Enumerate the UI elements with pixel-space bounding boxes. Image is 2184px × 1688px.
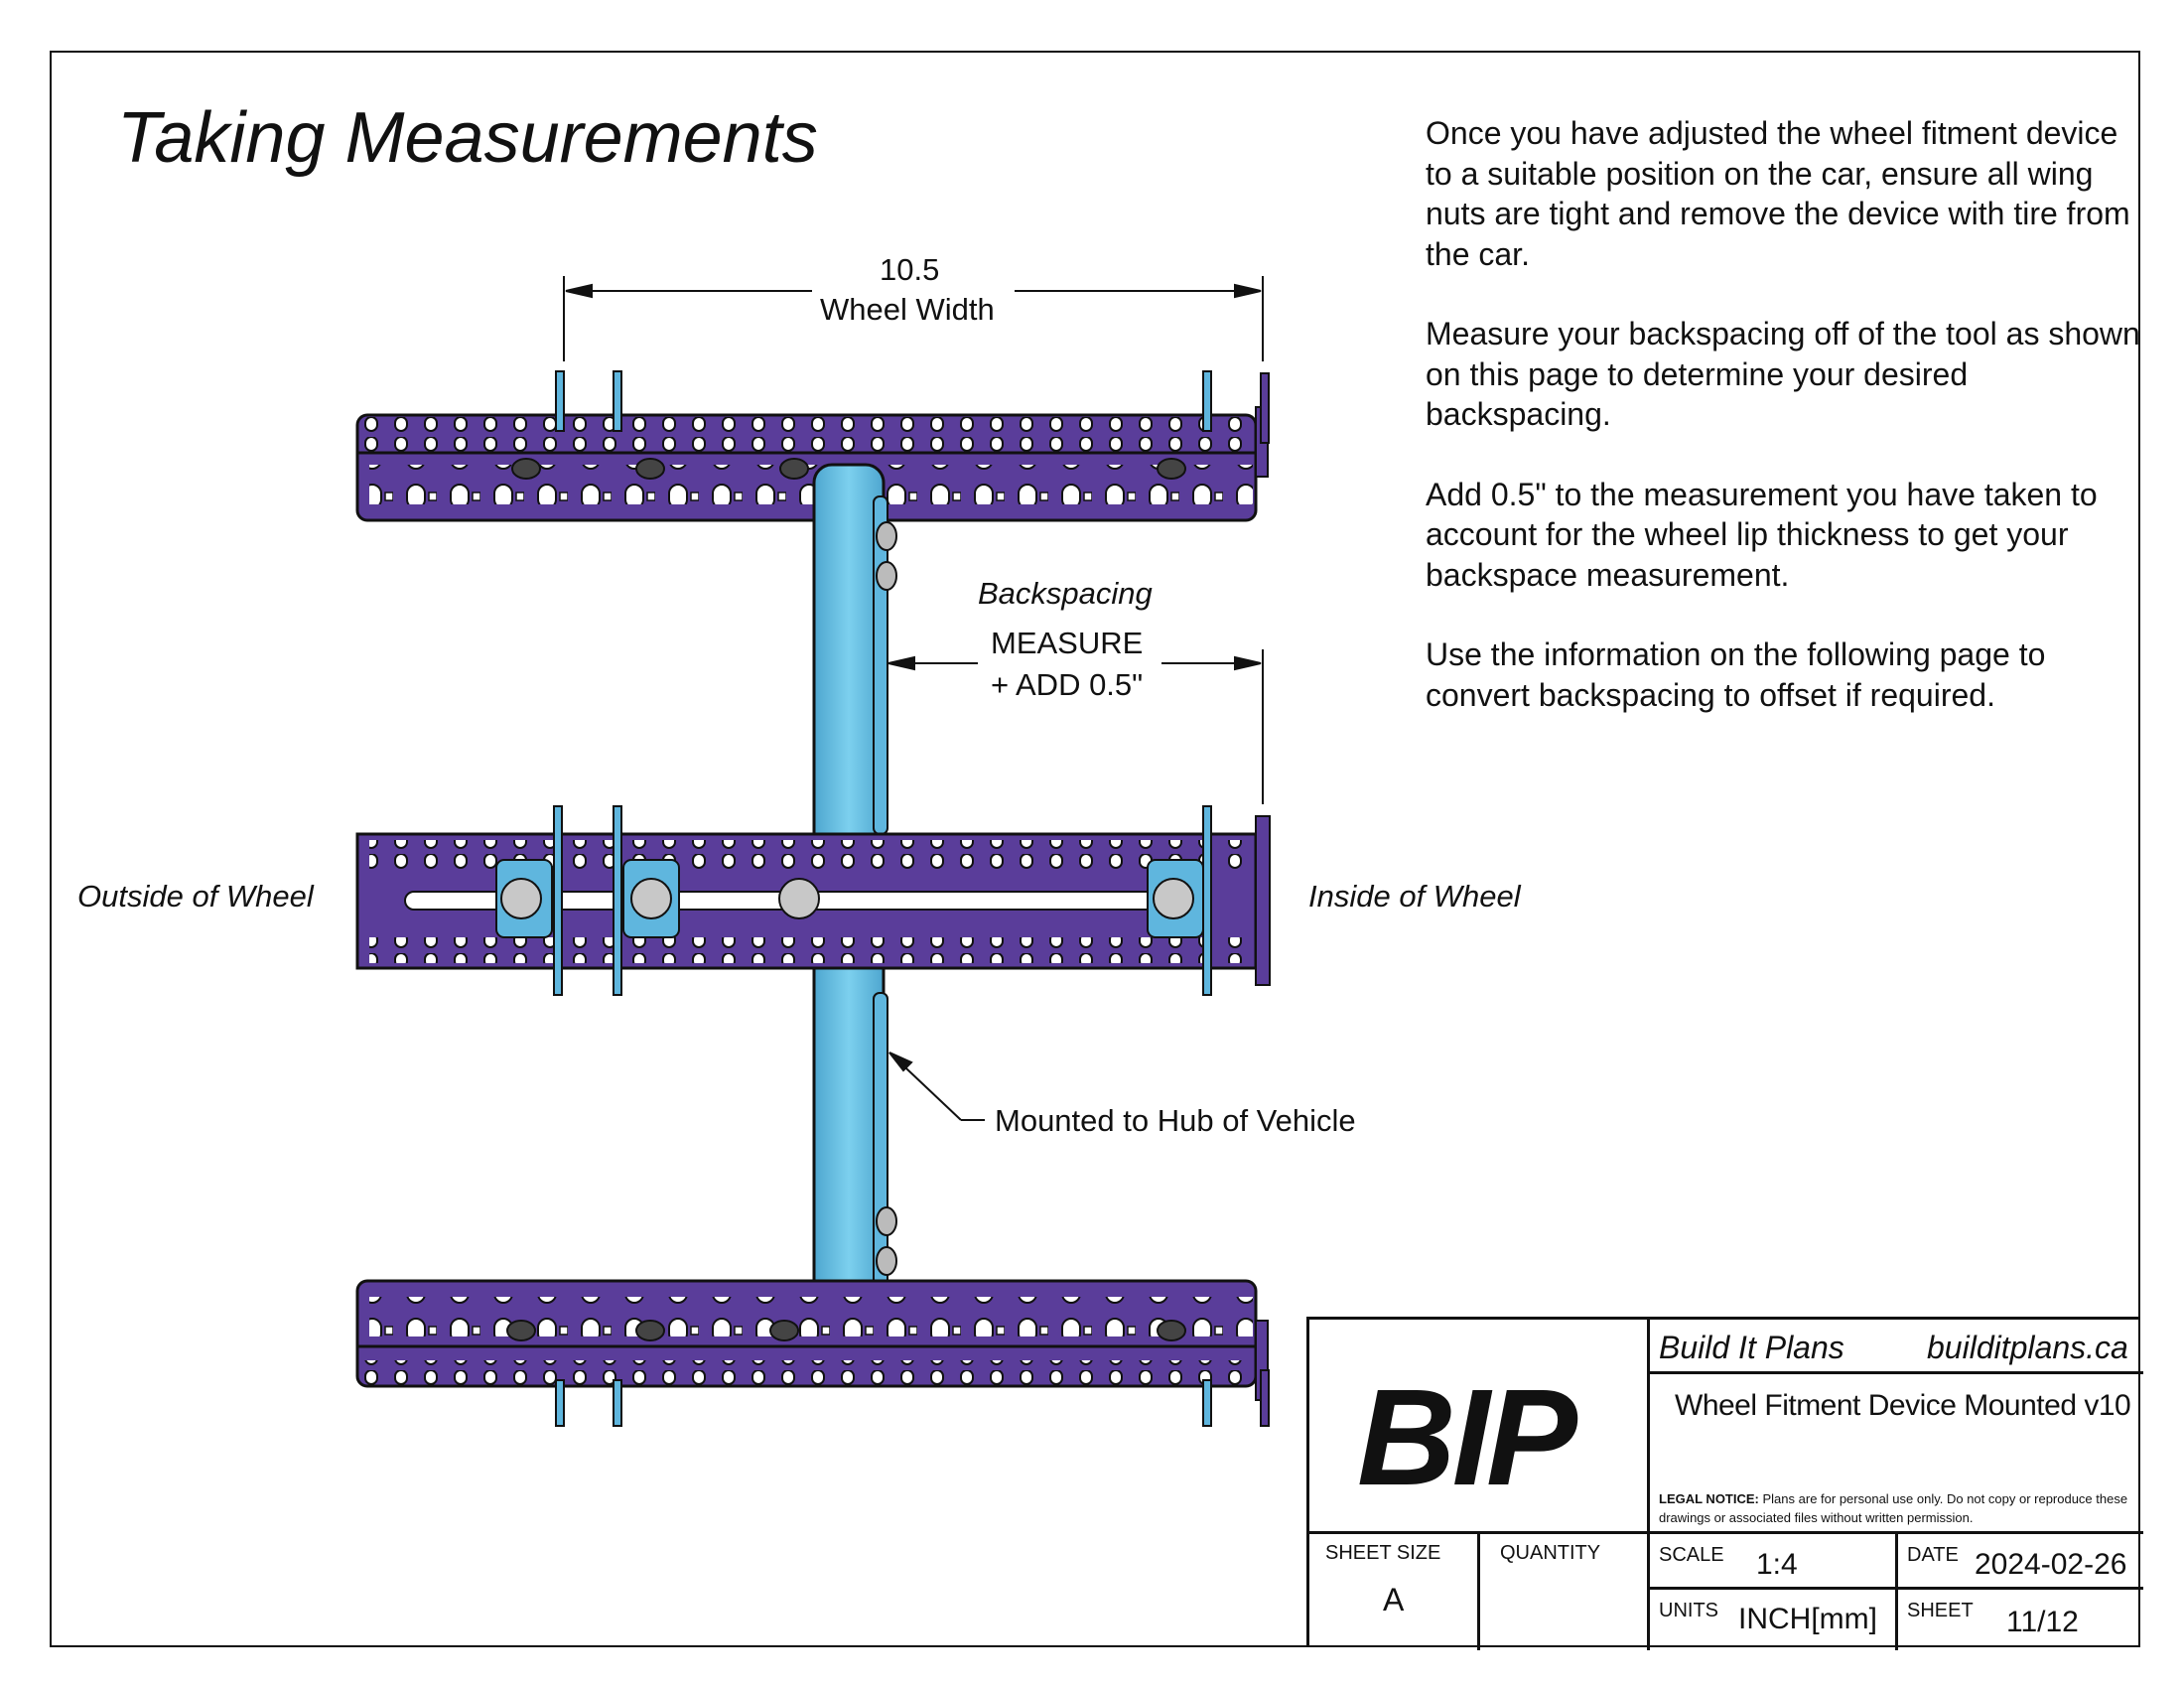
title-block: BIP Build It Plans builditplans.ca Wheel…: [1306, 1317, 2143, 1650]
instructions: Once you have adjusted the wheel fitment…: [1426, 113, 2140, 755]
instruction-1: Once you have adjusted the wheel fitment…: [1426, 115, 2130, 272]
page-title: Taking Measurements: [117, 98, 818, 178]
backspacing-measure: MEASURE: [991, 626, 1144, 660]
instruction-2: Measure your backspacing off of the tool…: [1426, 316, 2140, 432]
legal-heading: LEGAL NOTICE:: [1659, 1491, 1759, 1506]
hub-leader: [888, 1052, 985, 1121]
bottom-bar-assembly: [355, 1279, 1270, 1427]
sheet-value: 11/12: [2006, 1606, 2079, 1638]
scale-value: 1:4: [1756, 1548, 1798, 1581]
instruction-3: Add 0.5" to the measurement you have tak…: [1426, 476, 2098, 593]
legal-notice: LEGAL NOTICE: Plans are for personal use…: [1659, 1489, 2141, 1527]
units-label: UNITS: [1659, 1600, 1718, 1621]
sheet-size-label: SHEET SIZE: [1325, 1542, 1441, 1564]
instruction-4: Use the information on the following pag…: [1426, 636, 2046, 713]
drawing-name: Wheel Fitment Device Mounted v10: [1675, 1389, 2131, 1422]
date-value: 2024-02-26: [1975, 1548, 2127, 1581]
scale-label: SCALE: [1659, 1544, 1724, 1566]
wheel-width-dimension: [563, 276, 1264, 361]
legal-text: Plans are for personal use only. Do not …: [1659, 1491, 2128, 1525]
units-value: INCH[mm]: [1738, 1603, 1877, 1635]
sheet-size-value: A: [1383, 1582, 1405, 1618]
wheel-width-label: Wheel Width: [820, 292, 995, 327]
middle-bar-assembly: [355, 805, 1271, 996]
wheel-width-value: 10.5: [880, 252, 940, 287]
date-label: DATE: [1907, 1544, 1959, 1566]
bip-logo: BIP: [1357, 1361, 1577, 1514]
top-bar-assembly: [355, 370, 1270, 522]
sheet-label: SHEET: [1907, 1600, 1974, 1621]
inside-of-wheel-label: Inside of Wheel: [1308, 879, 1521, 914]
backspacing-dimension: [887, 649, 1264, 804]
backspacing-add: + ADD 0.5": [991, 667, 1144, 702]
drawing-border: [50, 51, 2140, 1647]
outside-of-wheel-label: Outside of Wheel: [77, 879, 314, 914]
company-website: builditplans.ca: [1927, 1330, 2128, 1365]
quantity-label: QUANTITY: [1500, 1542, 1601, 1564]
company-name: Build It Plans: [1659, 1330, 1844, 1365]
mounted-to-hub-label: Mounted to Hub of Vehicle: [995, 1103, 1356, 1138]
backspacing-label: Backspacing: [978, 576, 1153, 611]
